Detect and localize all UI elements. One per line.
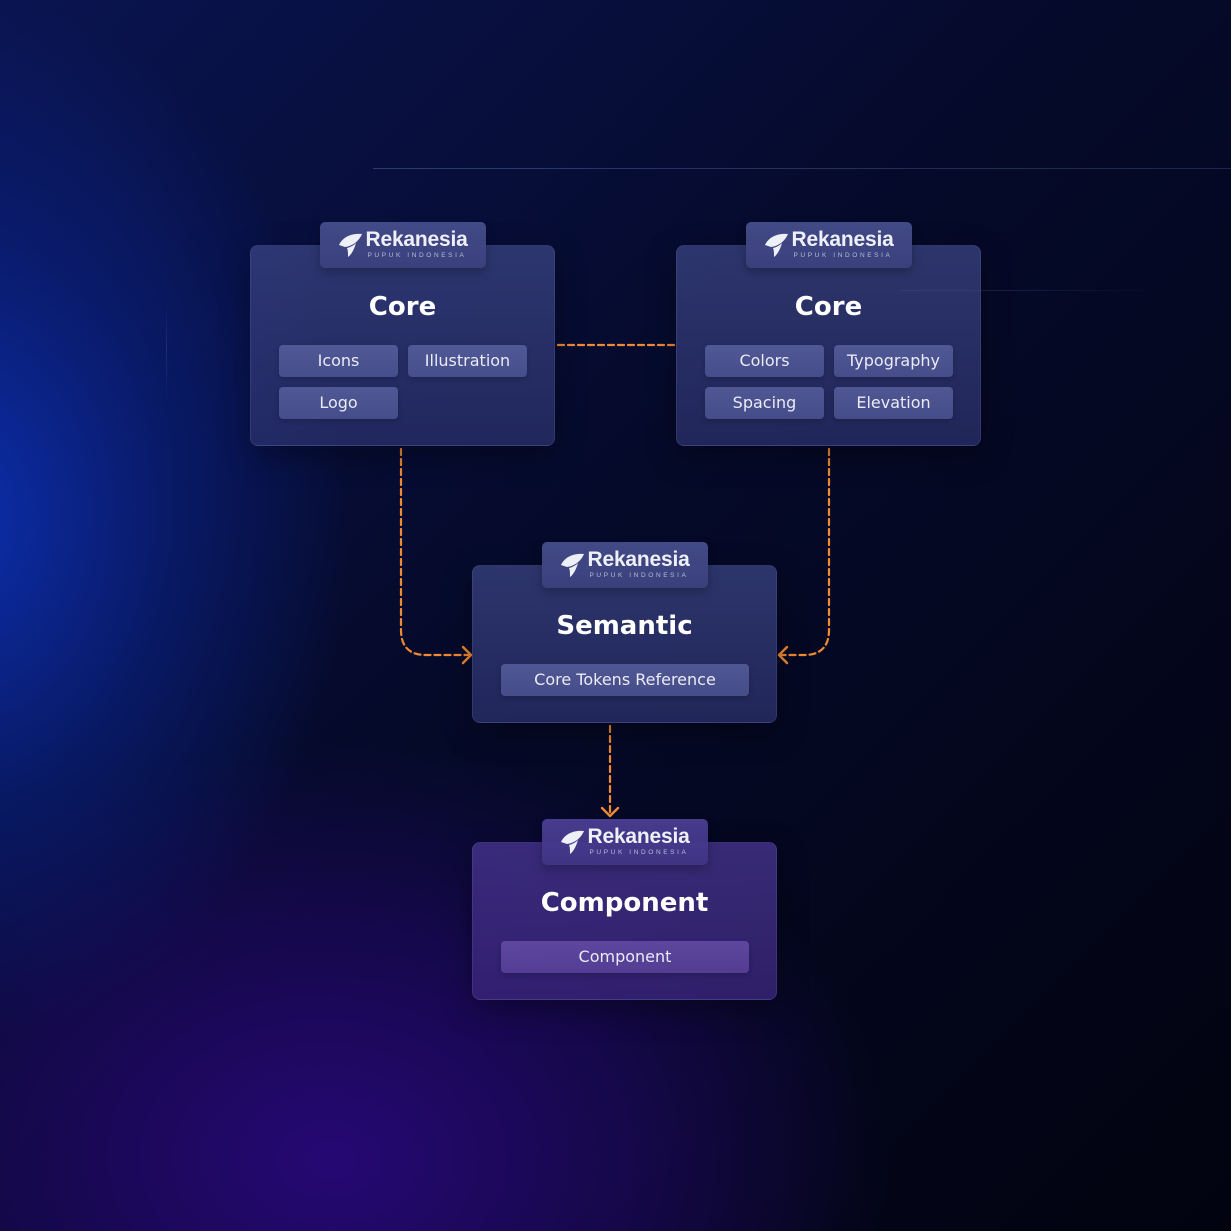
leaf-logo-icon <box>560 553 584 577</box>
token-chip-elevation: Elevation <box>834 387 953 419</box>
token-chip-core-tokens-reference: Core Tokens Reference <box>501 664 749 696</box>
brand-name: Rekanesia <box>587 825 690 848</box>
brand-logo: Rekanesia PUPUK INDONESIA <box>319 222 486 268</box>
token-chip-icons: Icons <box>279 345 398 377</box>
connector-core-left-to-semantic <box>399 447 472 657</box>
semantic-card: Rekanesia PUPUK INDONESIA Semantic Core … <box>472 542 777 723</box>
arrowhead-right-icon <box>777 645 789 665</box>
token-chip-logo: Logo <box>279 387 398 419</box>
brand-name: Rekanesia <box>587 548 690 571</box>
card-title: Core <box>368 292 437 322</box>
brand-tagline: PUPUK INDONESIA <box>367 252 467 259</box>
token-chip-colors: Colors <box>705 345 824 377</box>
core-card-left: Rekanesia PUPUK INDONESIA Core Icons Ill… <box>250 222 555 446</box>
card-title: Component <box>540 888 709 918</box>
connector-core-right-to-semantic <box>779 447 831 657</box>
top-divider-line <box>373 168 1231 169</box>
arrowhead-down-icon <box>600 806 620 818</box>
leaf-logo-icon <box>560 830 584 854</box>
token-chip-illustration: Illustration <box>408 345 527 377</box>
arrowhead-left-icon <box>461 645 473 665</box>
leaf-logo-icon <box>338 233 362 257</box>
side-divider-line <box>900 290 1160 291</box>
brand-tagline: PUPUK INDONESIA <box>793 252 893 259</box>
brand-logo: Rekanesia PUPUK INDONESIA <box>541 542 708 588</box>
token-chip-typography: Typography <box>834 345 953 377</box>
brand-tagline: PUPUK INDONESIA <box>589 849 689 856</box>
leaf-logo-icon <box>764 233 788 257</box>
brand-name: Rekanesia <box>791 228 894 251</box>
token-chip-component: Component <box>501 941 749 973</box>
token-chip-spacing: Spacing <box>705 387 824 419</box>
core-card-right: Rekanesia PUPUK INDONESIA Core Colors Ty… <box>676 222 981 446</box>
left-divider-line <box>166 300 167 400</box>
card-title: Semantic <box>556 611 693 641</box>
card-title: Core <box>794 292 863 322</box>
component-card: Rekanesia PUPUK INDONESIA Component Comp… <box>472 819 777 1000</box>
brand-tagline: PUPUK INDONESIA <box>589 572 689 579</box>
brand-logo: Rekanesia PUPUK INDONESIA <box>541 819 708 865</box>
brand-logo: Rekanesia PUPUK INDONESIA <box>745 222 912 268</box>
brand-name: Rekanesia <box>365 228 468 251</box>
